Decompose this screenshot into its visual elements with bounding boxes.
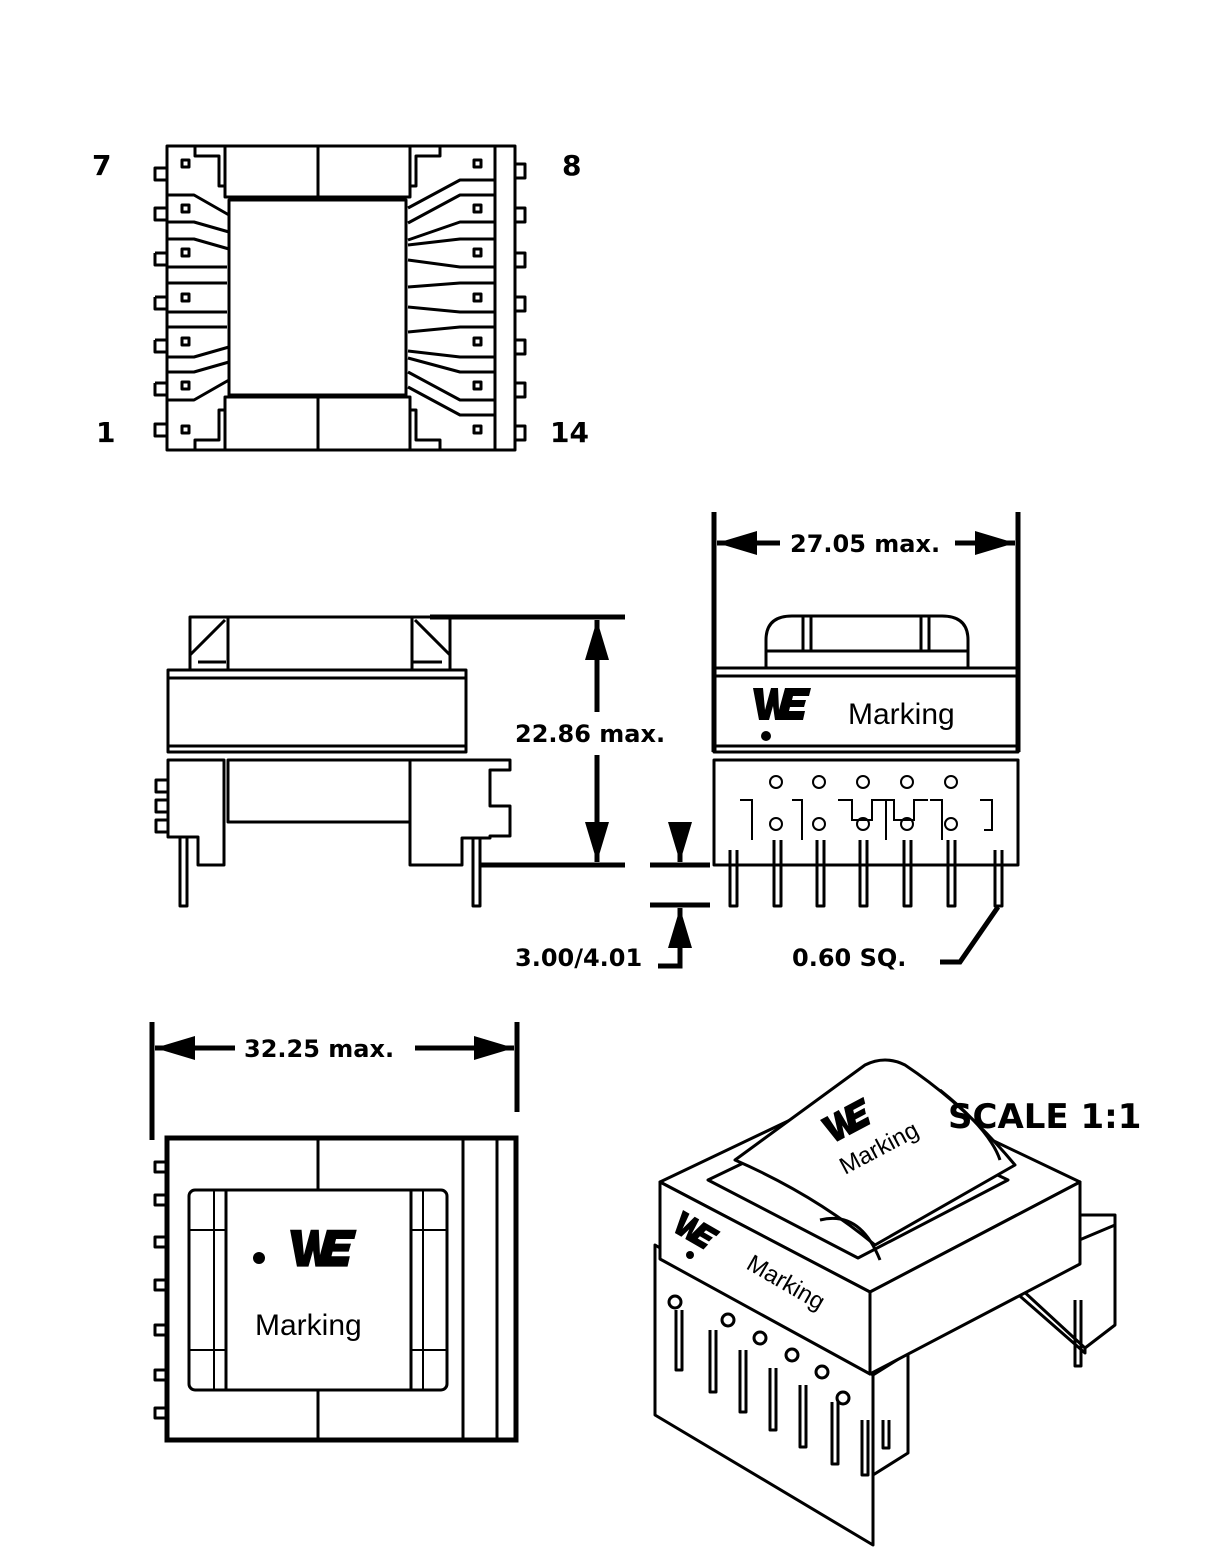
pin-label-1: 1: [96, 416, 115, 449]
length-dimension: 32.25 max.: [244, 1035, 394, 1063]
top-view: 7 8 1 14: [92, 144, 589, 452]
pin1-marker-dot-bottom: [253, 1252, 265, 1264]
we-logo-bottom: [290, 1229, 357, 1267]
pin-label-14: 14: [550, 416, 589, 449]
pin-label-7: 7: [92, 149, 111, 182]
height-dimension: 22.86 max.: [515, 720, 665, 748]
pin-label-8: 8: [562, 149, 581, 182]
we-logo: [753, 688, 811, 720]
bottom-view: 32.25 max. Marking: [149, 1022, 520, 1443]
pin-size-dimension: 0.60 SQ.: [792, 944, 906, 972]
front-view: 27.05 max. Marking 3.00/4.01 0.60 SQ.: [515, 512, 1021, 972]
pin-length-dimension: 3.00/4.01: [515, 944, 642, 972]
side-view: 22.86 max.: [154, 614, 665, 908]
pin1-marker-dot: [761, 731, 771, 741]
iso-view: Marking Marking: [653, 1058, 1117, 1547]
width-dimension: 27.05 max.: [790, 530, 940, 558]
marking-text: Marking: [848, 698, 955, 731]
scale-label: SCALE 1:1: [948, 1097, 1141, 1137]
marking-text-bottom: Marking: [255, 1309, 362, 1342]
